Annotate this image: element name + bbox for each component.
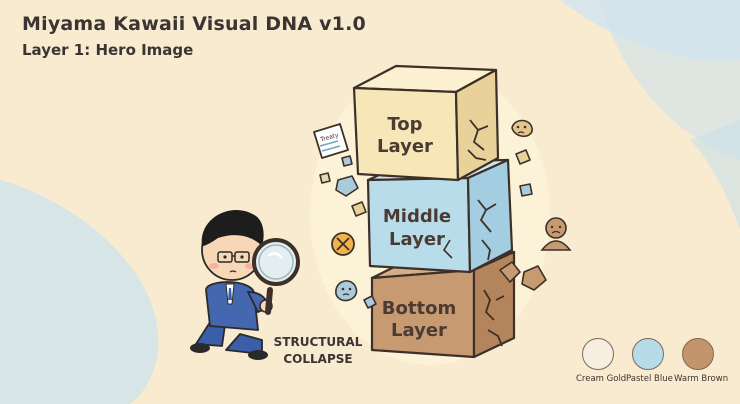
top-block-label-line1: Top bbox=[387, 114, 422, 135]
investigator-character bbox=[190, 209, 273, 360]
structural-collapse-caption: STRUCTURAL COLLAPSE bbox=[262, 334, 374, 368]
swatch-cream-gold bbox=[582, 338, 614, 370]
color-palette: Cream Gold Pastel Blue Warm Brown bbox=[572, 336, 740, 396]
swatch-label-pastel-blue: Pastel Blue bbox=[626, 374, 673, 384]
page-subtitle: Layer 1: Hero Image bbox=[22, 41, 194, 59]
middle-block-label-line2: Layer bbox=[389, 229, 445, 250]
top-layer-block: Top Layer bbox=[352, 64, 500, 182]
worried-face-icon bbox=[511, 119, 533, 138]
middle-block-side-face bbox=[466, 158, 514, 274]
swatch-label-cream-gold: Cream Gold bbox=[576, 374, 627, 384]
blob-face-icon bbox=[335, 280, 358, 302]
bottom-block-label-line2: Layer bbox=[391, 320, 447, 341]
header: Miyama Kawaii Visual DNA v1.0 Layer 1: H… bbox=[22, 12, 366, 59]
page-title: Miyama Kawaii Visual DNA v1.0 bbox=[22, 13, 366, 35]
caption-line2: COLLAPSE bbox=[283, 352, 353, 366]
cancel-icon bbox=[331, 232, 355, 256]
top-block-label-line2: Layer bbox=[377, 136, 433, 157]
middle-block-label-line1: Middle bbox=[383, 206, 451, 227]
swatch-pastel-blue bbox=[632, 338, 664, 370]
swatch-warm-brown bbox=[682, 338, 714, 370]
magnifying-glass-icon bbox=[252, 238, 300, 315]
top-block-side-face bbox=[454, 68, 500, 182]
document-icon: Treaty bbox=[313, 123, 349, 159]
caption-line1: STRUCTURAL bbox=[273, 335, 363, 349]
bottom-block-side-face bbox=[472, 250, 516, 359]
sad-figure-icon bbox=[540, 217, 572, 251]
bottom-block-label-line1: Bottom bbox=[382, 298, 456, 319]
swatch-label-warm-brown: Warm Brown bbox=[674, 374, 729, 384]
